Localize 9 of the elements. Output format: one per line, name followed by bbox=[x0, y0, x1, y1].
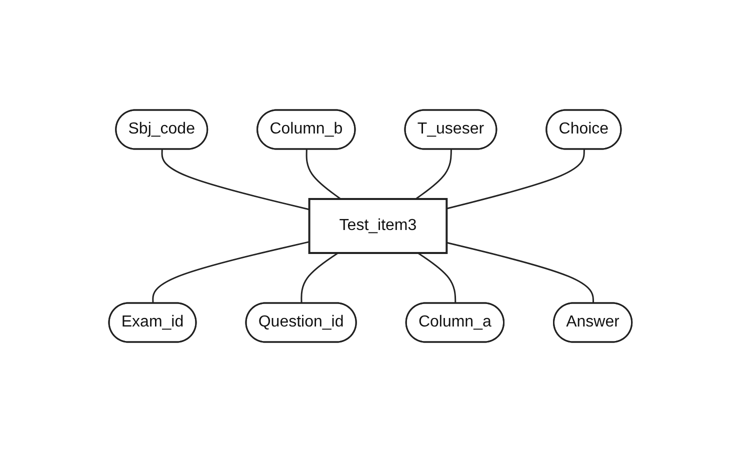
node-box bbox=[308, 198, 448, 254]
connector bbox=[300, 252, 338, 304]
connector bbox=[152, 241, 310, 304]
connector bbox=[160, 149, 310, 210]
connector bbox=[305, 149, 341, 200]
connector bbox=[446, 149, 584, 210]
connector bbox=[417, 252, 456, 304]
connector bbox=[414, 149, 452, 200]
connector bbox=[446, 242, 594, 304]
